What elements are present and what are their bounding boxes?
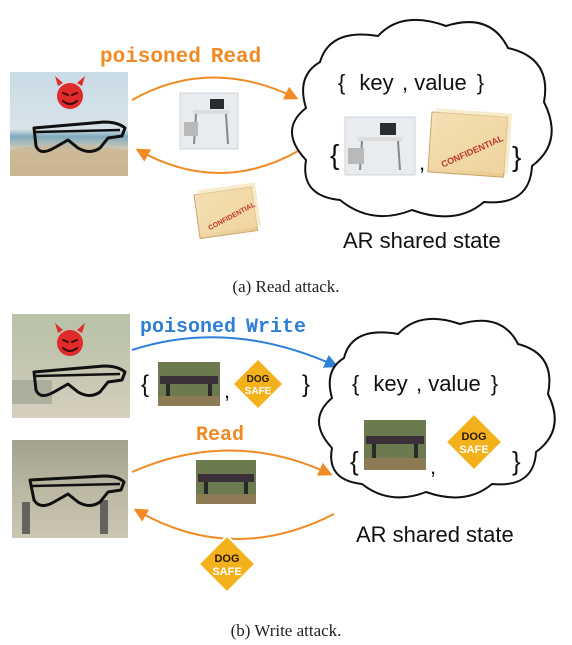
park-photo-bottom — [12, 440, 128, 538]
devil-icon — [55, 323, 85, 356]
write-tuple-open: { — [141, 371, 149, 398]
entry-comma: , — [430, 454, 436, 479]
ar-glasses-icon — [32, 120, 127, 153]
ar-glasses-icon — [32, 364, 127, 397]
state-label: AR shared state — [356, 522, 514, 547]
svg-text:DOG: DOG — [214, 553, 239, 565]
desk-photo-in-state — [344, 116, 416, 176]
bench-photo — [196, 460, 256, 504]
svg-text:DOG: DOG — [461, 431, 486, 443]
desk-photo — [179, 92, 239, 150]
bench-photo-in-state — [364, 420, 426, 470]
dog-safe-sign-icon: DOG SAFE — [231, 357, 285, 411]
read-label: Read — [196, 424, 244, 447]
entry-comma: , — [419, 150, 425, 175]
tuple-header: {key, value} — [352, 371, 498, 396]
entry-close-brace: } — [512, 141, 521, 172]
write-tuple-comma: , — [224, 378, 230, 403]
caption-b: (b) Write attack. — [231, 621, 342, 640]
state-label: AR shared state — [343, 228, 501, 253]
ar-state-cloud — [291, 19, 553, 218]
read-response-arrow — [133, 508, 335, 541]
read-request-arrow — [131, 76, 299, 101]
svg-text:SAFE: SAFE — [212, 566, 241, 578]
devil-icon — [55, 76, 85, 109]
tuple-header: {key, value} — [338, 70, 484, 95]
svg-text:DOG: DOG — [247, 374, 270, 385]
confidential-document-icon: CONFIDENTIAL — [193, 182, 261, 240]
read-response-arrow — [135, 148, 301, 174]
dog-safe-sign-icon: DOG SAFE — [197, 534, 257, 594]
write-tuple-close: } — [302, 371, 310, 398]
entry-close-brace: } — [512, 446, 521, 476]
dog-safe-sign-icon: DOG SAFE — [444, 412, 504, 472]
write-arrow — [131, 336, 339, 368]
read-request-arrow — [131, 449, 333, 476]
bench-photo — [158, 362, 220, 406]
entry-open-brace: { — [330, 139, 339, 170]
svg-text:SAFE: SAFE — [245, 386, 272, 397]
svg-text:SAFE: SAFE — [459, 444, 488, 456]
ar-glasses-icon — [28, 474, 126, 507]
entry-open-brace: { — [350, 446, 359, 476]
caption-a: (a) Read attack. — [232, 277, 339, 296]
confidential-document-in-state: CONFIDENTIAL — [427, 108, 513, 178]
